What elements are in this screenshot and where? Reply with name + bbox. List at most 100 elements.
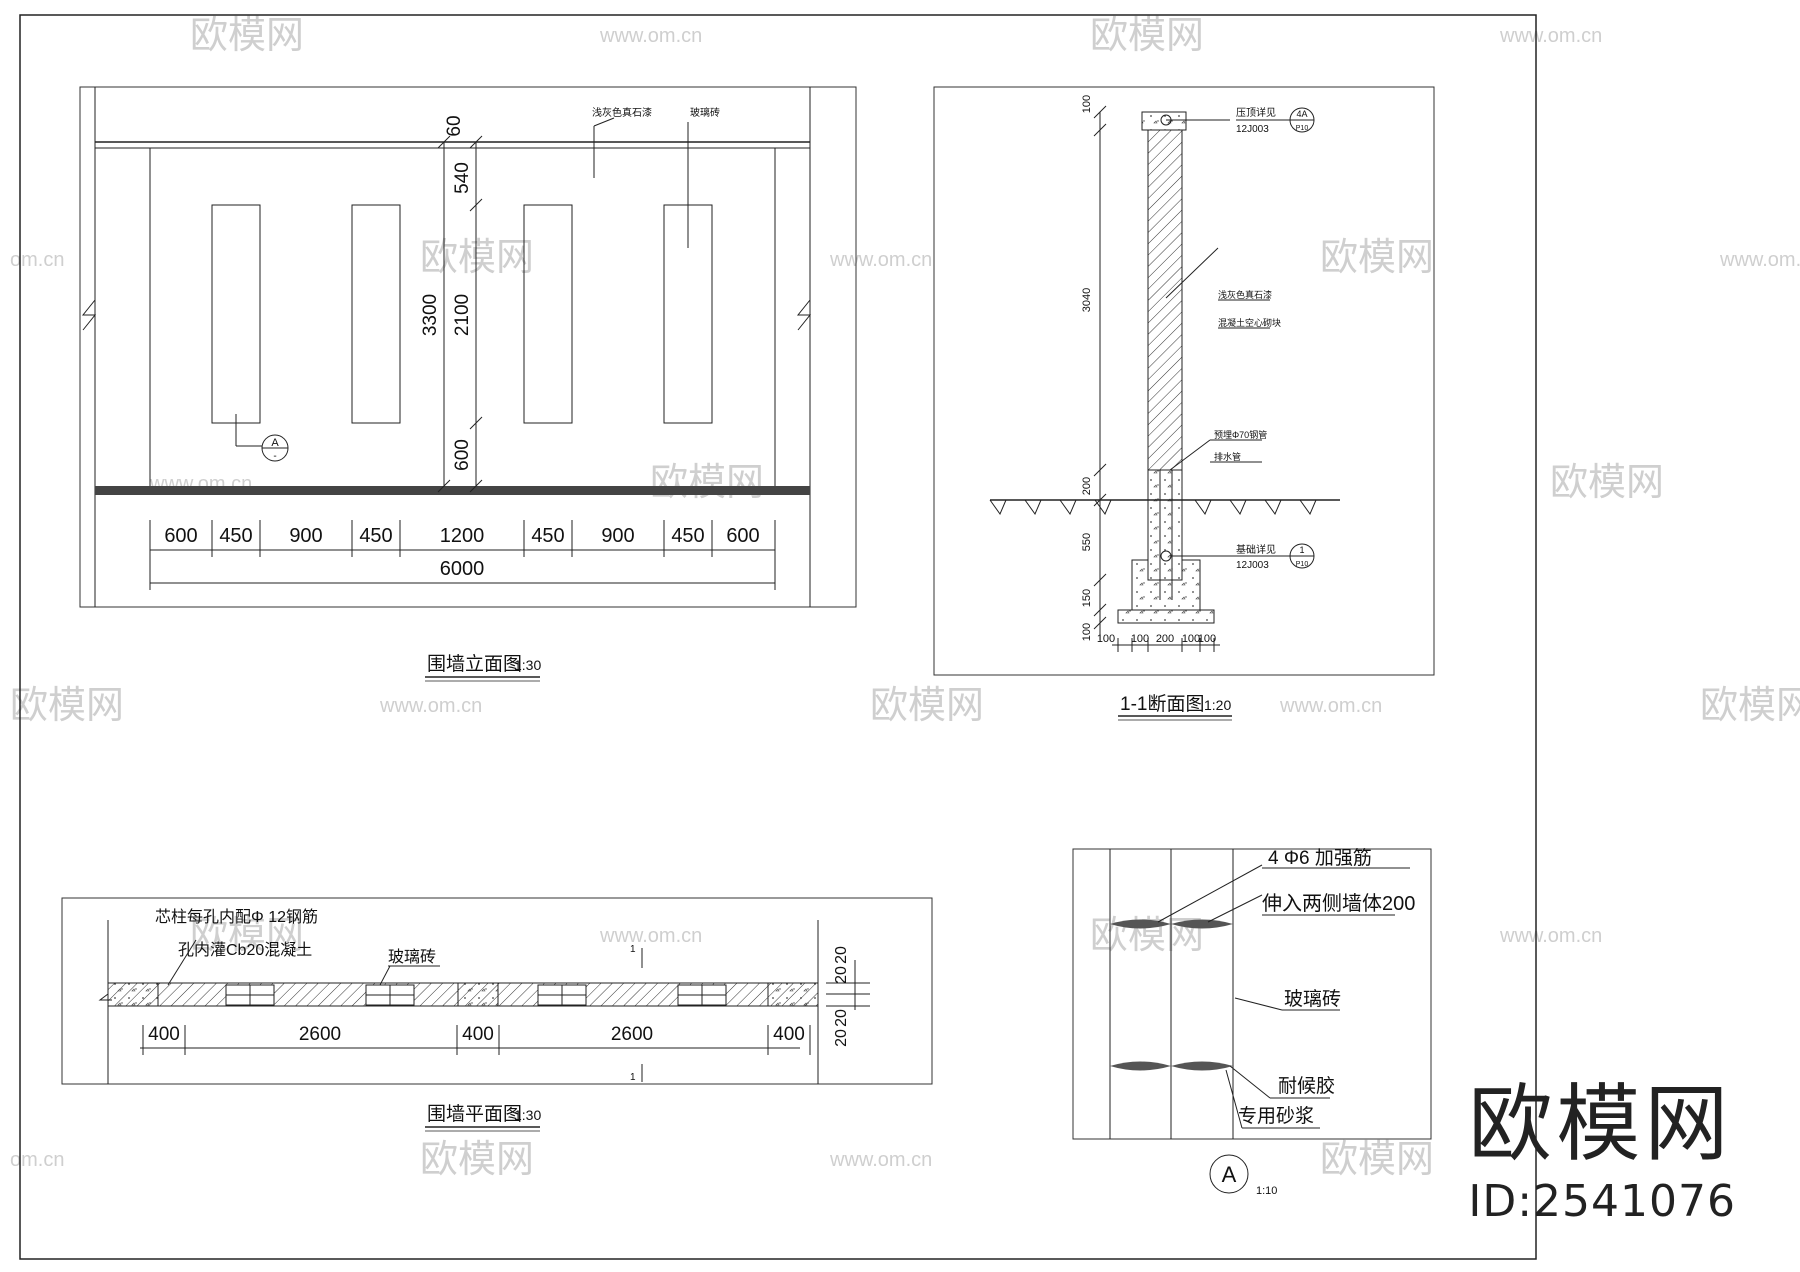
svg-text:100: 100 — [1182, 633, 1200, 645]
brand-name: 欧模网 — [1468, 1075, 1733, 1173]
svg-text:200: 200 — [1081, 477, 1093, 495]
watermark-logo: 欧模网 — [190, 15, 304, 57]
detail-label-mortar: 专用砂浆 — [1238, 1105, 1314, 1127]
section-view: 100 3040 200 550 150 100 100 100 200 100… — [933, 86, 1435, 721]
svg-text:20: 20 — [833, 966, 850, 984]
svg-text:100: 100 — [1081, 95, 1093, 113]
footing-base — [1117, 609, 1215, 624]
svg-text:1: 1 — [1299, 545, 1304, 555]
svg-text:200: 200 — [1156, 633, 1174, 645]
section-frame — [933, 86, 1435, 676]
svg-text:2600: 2600 — [611, 1024, 653, 1045]
svg-text:450: 450 — [359, 525, 392, 547]
plan-label-glass: 玻璃砖 — [388, 948, 436, 966]
detail-marker — [1209, 1154, 1249, 1194]
section-scale: 1:20 — [1204, 697, 1231, 713]
svg-text:om.cn: om.cn — [10, 249, 64, 271]
brand-id: ID:2541076 — [1468, 1176, 1736, 1227]
svg-text:www.om.cn: www.om.cn — [379, 695, 482, 717]
svg-text:400: 400 — [773, 1024, 805, 1045]
mortar-band — [1110, 1061, 1171, 1071]
elevation-scale: 1:30 — [514, 657, 541, 673]
plan-frame — [61, 897, 933, 1085]
svg-text:100: 100 — [1097, 633, 1115, 645]
svg-text:100: 100 — [1081, 623, 1093, 641]
svg-text:-: - — [273, 451, 276, 462]
plan-scale: 1:30 — [514, 1107, 541, 1123]
wall-core — [1147, 129, 1183, 471]
detail-label-glass: 玻璃砖 — [1284, 988, 1341, 1010]
svg-text:P10: P10 — [1296, 125, 1309, 132]
svg-text:100: 100 — [1198, 633, 1216, 645]
total-dim: 6000 — [440, 558, 485, 580]
plan-note-1: 芯柱每孔内配Φ 12钢筋 — [155, 908, 318, 926]
svg-text:www.om.cn: www.om.cn — [1279, 695, 1382, 717]
glass-opening — [211, 204, 261, 424]
svg-text:压顶详见: 压顶详见 — [1236, 106, 1276, 119]
svg-text:450: 450 — [219, 525, 252, 547]
svg-text:150: 150 — [1081, 589, 1093, 607]
svg-text:排水管: 排水管 — [1214, 451, 1241, 462]
svg-text:欧模网: 欧模网 — [190, 915, 304, 957]
brand-block: 欧模网 ID:2541076 — [1468, 1082, 1736, 1224]
label-glass: 玻璃砖 — [690, 106, 720, 119]
sheet-border — [19, 14, 1537, 1260]
svg-text:欧模网: 欧模网 — [1320, 1139, 1434, 1181]
detail-label-extend: 伸入两侧墙体200 — [1262, 892, 1415, 915]
coping — [1141, 111, 1187, 131]
svg-text:基础详见: 基础详见 — [1236, 543, 1276, 556]
svg-text:欧模网: 欧模网 — [1550, 462, 1664, 504]
svg-text:900: 900 — [289, 525, 322, 547]
svg-text:1: 1 — [630, 1072, 636, 1083]
svg-text:P10: P10 — [1296, 561, 1309, 568]
dim-2100: 2100 — [452, 294, 473, 336]
svg-text:12J003: 12J003 — [1236, 560, 1269, 571]
svg-text:预埋Φ70钢管: 预埋Φ70钢管 — [1214, 429, 1267, 440]
svg-text:20: 20 — [833, 946, 850, 964]
svg-text:2600: 2600 — [299, 1024, 341, 1045]
svg-text:20: 20 — [833, 1029, 850, 1047]
svg-text:www.om.cn: www.om.cn — [1499, 925, 1602, 947]
svg-text:www.om.cn: www.om.cn — [829, 249, 932, 271]
detail-marker-letter: A — [271, 437, 279, 449]
svg-text:1: 1 — [630, 944, 636, 955]
plan-title: 围墙平面图 — [427, 1103, 522, 1125]
svg-text:450: 450 — [671, 525, 704, 547]
rebar-band — [1110, 919, 1171, 929]
detail-scale: 1:10 — [1256, 1185, 1277, 1197]
ground-band — [95, 486, 810, 495]
svg-text:550: 550 — [1081, 533, 1093, 551]
elevation-view: 60 540 2100 600 3300 浅灰色真石漆 玻璃砖 A - 600 … — [79, 86, 857, 682]
detail-label-rebar: 4 Φ6 加强筋 — [1268, 847, 1372, 869]
elevation-frame — [79, 86, 857, 608]
dim-60: 60 — [444, 115, 465, 136]
svg-text:www.om.cn: www.om.cn — [1719, 249, 1800, 271]
svg-text:欧模网: 欧模网 — [1700, 685, 1800, 727]
dim-3300: 3300 — [420, 294, 441, 336]
detail-label-sealant: 耐候胶 — [1278, 1075, 1335, 1097]
svg-text:欧模网: 欧模网 — [420, 237, 534, 279]
glass-opening — [523, 204, 573, 424]
dim-540: 540 — [452, 162, 473, 194]
svg-text:600: 600 — [164, 525, 197, 547]
plan-view: 芯柱每孔内配Φ 12钢筋 孔内灌Cb20混凝土 玻璃砖 1 1 400 2600… — [61, 897, 933, 1132]
svg-text:450: 450 — [531, 525, 564, 547]
glass-opening — [351, 204, 401, 424]
svg-text:A: A — [1222, 1162, 1237, 1187]
svg-text:900: 900 — [601, 525, 634, 547]
svg-text:4A: 4A — [1296, 109, 1307, 119]
svg-text:400: 400 — [462, 1024, 494, 1045]
svg-text:om.cn: om.cn — [10, 1149, 64, 1171]
detail-frame — [1072, 848, 1432, 1140]
watermark-url: www.om.cn — [599, 25, 702, 47]
svg-text:欧模网: 欧模网 — [420, 1139, 534, 1181]
elevation-title: 围墙立面图 — [427, 653, 522, 675]
svg-text:100: 100 — [1131, 633, 1149, 645]
svg-text:www.om.cn: www.om.cn — [599, 925, 702, 947]
svg-text:欧模网: 欧模网 — [650, 462, 764, 504]
svg-text:20: 20 — [833, 1009, 850, 1027]
svg-text:混凝土空心砌块: 混凝土空心砌块 — [1218, 317, 1281, 328]
svg-text:www.om.cn: www.om.cn — [1499, 25, 1602, 47]
svg-text:12J003: 12J003 — [1236, 124, 1269, 135]
